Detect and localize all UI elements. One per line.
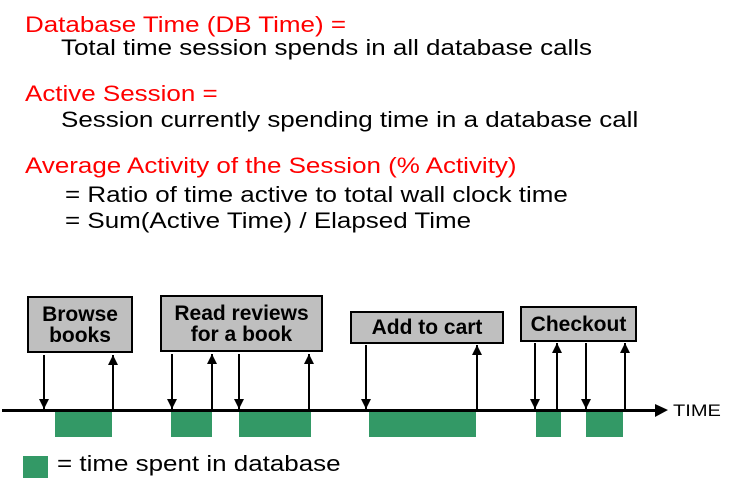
db-time-segment [536,412,561,437]
activity-box-label-line: Read reviews [174,301,309,325]
activity-box-label-line: Add to cart [371,316,483,339]
db-time-segment [171,412,212,437]
definition-heading-average-activity: Average Activity of the Session (% Activ… [25,153,517,178]
db-call-down-arrow [39,355,49,409]
db-call-up-arrow [108,355,118,409]
activity-box-add-to-cart: Add to cart [350,311,504,344]
activity-box-label-line: Checkout [530,312,627,336]
activity-box-label-line: books [49,323,111,347]
definition-heading-db-time: Database Time (DB Time) = [25,12,347,37]
db-time-segment [586,412,623,437]
activity-box-read-reviews: Read reviews for a book [160,295,323,352]
db-call-up-arrow [207,354,217,409]
db-call-up-arrow [472,345,482,409]
db-call-up-arrow [620,343,630,409]
activity-box-label-line: Browse [42,302,118,326]
db-time-segment [239,412,311,437]
db-call-up-arrow [552,343,562,409]
db-time-segment [369,412,476,437]
definition-body-ratio: = Ratio of time active to total wall clo… [65,182,568,207]
db-time-swatch-icon [23,456,48,478]
activity-box-checkout: Checkout [520,306,637,342]
definition-body-db-time: Total time session spends in all databas… [61,35,593,60]
legend-text: = time spent in database [57,451,341,476]
db-call-down-arrow [581,343,591,409]
timeline-axis [2,409,657,412]
db-call-down-arrow [530,343,540,409]
db-time-segment [55,412,112,437]
db-call-down-arrow [167,354,177,409]
definition-body-sum-formula: = Sum(Active Time) / Elapsed Time [65,208,472,233]
definition-heading-active-session: Active Session = [25,81,218,106]
db-call-down-arrow [234,354,244,409]
db-call-up-arrow [304,354,314,409]
timeline-axis-label: TIME [673,401,721,420]
activity-box-label-line: for a book [190,322,293,346]
activity-box-browse-books: Browse books [27,296,133,353]
timeline-arrowhead-icon [655,404,668,417]
db-call-down-arrow [361,345,371,409]
definition-body-active-session: Session currently spending time in a dat… [61,107,639,132]
